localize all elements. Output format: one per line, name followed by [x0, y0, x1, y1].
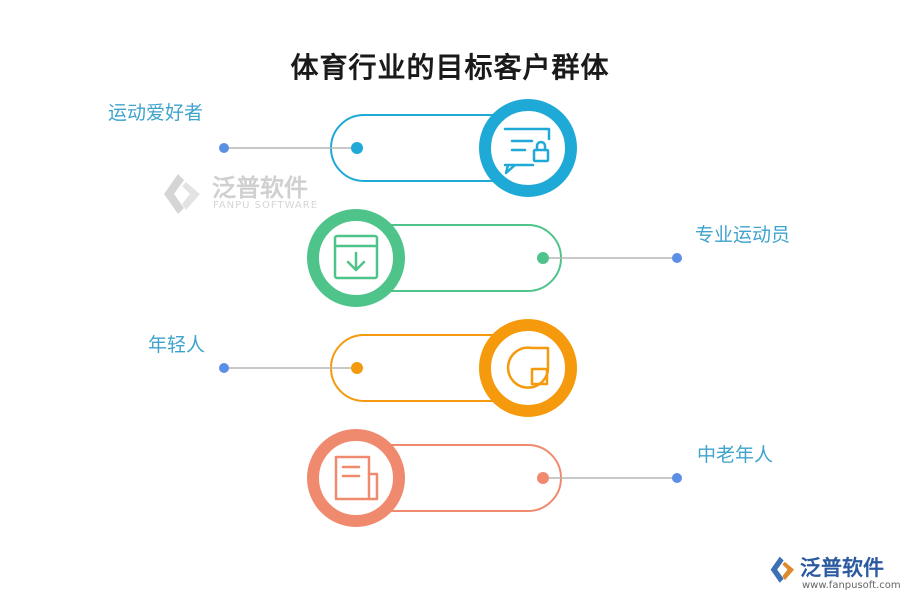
- corner-logo-name: 泛普软件: [800, 556, 884, 580]
- row-2: [307, 209, 682, 307]
- watermark-name: 泛普软件: [212, 174, 308, 202]
- chat-lock-icon: [503, 127, 551, 175]
- chart-square-icon: [506, 346, 550, 389]
- connector-dot-left-1: [219, 143, 229, 153]
- item-label-2: 专业运动员: [695, 224, 791, 246]
- connector-dot-right-4: [672, 473, 682, 483]
- document-icon: [334, 455, 379, 501]
- connector-dot-right-2: [672, 253, 682, 263]
- connector-dot-left-2: [537, 252, 549, 264]
- connector-dot-left-3: [219, 363, 229, 373]
- fanpu-corner-logo-icon: [770, 556, 795, 583]
- row-4: [307, 429, 682, 527]
- icon-circle-4: [307, 429, 405, 527]
- watermark: 泛普软件 FANPU SOFTWARE: [160, 168, 340, 218]
- download-box-icon: [333, 234, 379, 280]
- icon-circle-3: [479, 319, 577, 417]
- icon-circle-1: [479, 99, 577, 197]
- corner-logo-url: www.fanpusoft.com: [802, 580, 900, 591]
- item-label-3: 年轻人: [148, 334, 206, 356]
- corner-logo: 泛普软件 www.fanpusoft.com: [768, 552, 900, 596]
- item-label-4: 中老年人: [697, 444, 774, 466]
- connector-dot-right-1: [351, 142, 363, 154]
- watermark-sub: FANPU SOFTWARE: [213, 200, 319, 211]
- row-1: [219, 99, 577, 197]
- fanpu-logo-icon: [164, 174, 200, 214]
- page-title: 体育行业的目标客户群体: [290, 51, 610, 84]
- item-label-1: 运动爱好者: [108, 102, 204, 124]
- connector-dot-left-4: [537, 472, 549, 484]
- row-3: [219, 319, 577, 417]
- connector-dot-right-3: [351, 362, 363, 374]
